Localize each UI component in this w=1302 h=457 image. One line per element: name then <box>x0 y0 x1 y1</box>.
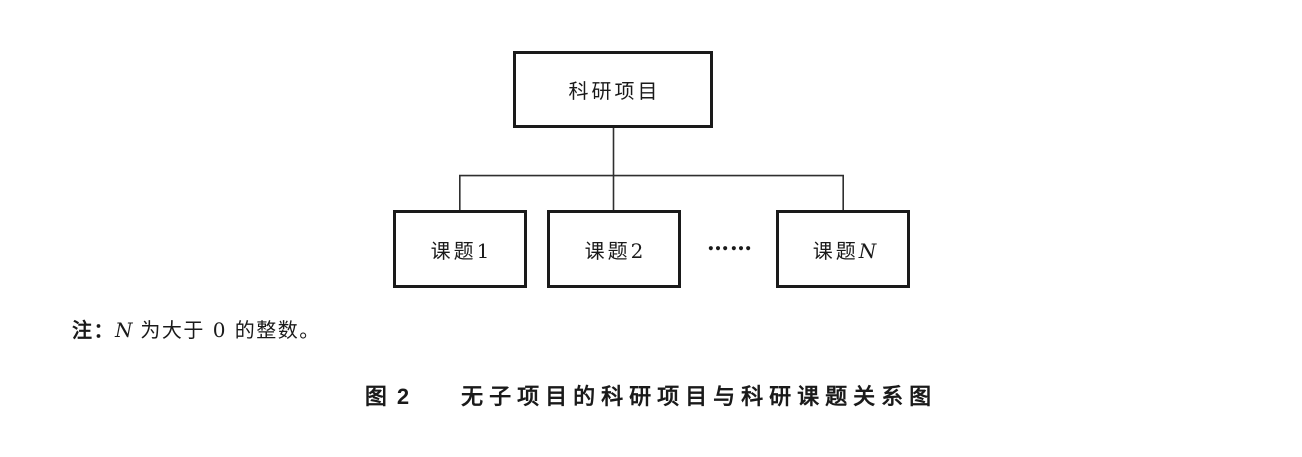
child-box-1-label: 课题1 <box>430 238 493 263</box>
child-box-n-label-prefix: 课题 <box>812 238 859 263</box>
note-prefix: 注： <box>72 318 115 342</box>
caption-number: 图 2 <box>364 384 412 409</box>
ellipsis-dots: …… <box>707 230 753 256</box>
child-box-1: 课题1 <box>393 210 527 288</box>
child-box-n-label: 课题N <box>810 235 877 264</box>
figure-caption: 图 2 无子项目的科研项目与科研课题关系图 <box>0 383 1302 411</box>
child-box-n: 课题N <box>776 210 910 288</box>
child-box-n-label-variable: N <box>858 238 877 263</box>
note-text: 为大于 0 的整数。 <box>132 318 321 342</box>
child-box-2: 课题2 <box>547 210 681 288</box>
root-box-label: 科研项目 <box>568 79 661 103</box>
root-box: 科研项目 <box>513 51 713 128</box>
caption-title: 无子项目的科研项目与科研课题关系图 <box>461 384 938 409</box>
child-box-2-label: 课题2 <box>584 238 647 263</box>
figure-note: 注：N 为大于 0 的整数。 <box>72 318 321 342</box>
note-variable: N <box>115 318 133 342</box>
